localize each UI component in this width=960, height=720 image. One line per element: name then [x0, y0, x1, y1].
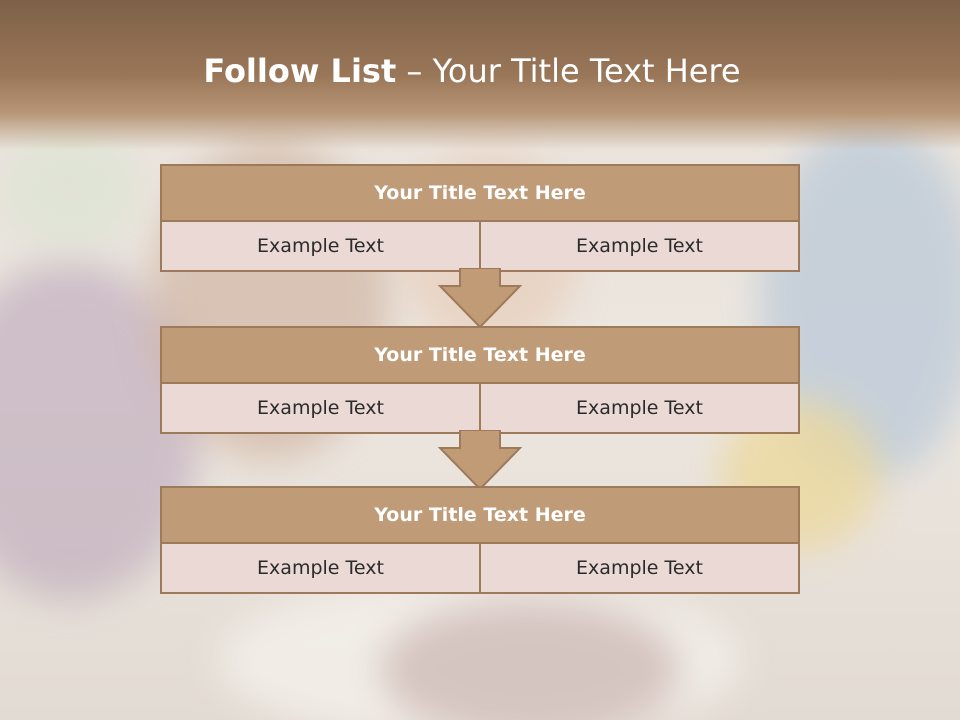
- header-band: [0, 0, 960, 150]
- photo-blur-shape: [0, 130, 140, 250]
- block-title[interactable]: Your Title Text Here: [160, 486, 800, 544]
- block-title[interactable]: Your Title Text Here: [160, 164, 800, 222]
- list-block-1[interactable]: Your Title Text Here Example Text Exampl…: [160, 164, 800, 272]
- block-cell-right[interactable]: Example Text: [479, 222, 798, 270]
- photo-blur-shape: [380, 600, 680, 720]
- list-block-2[interactable]: Your Title Text Here Example Text Exampl…: [160, 326, 800, 434]
- slide-title-rest: – Your Title Text Here: [396, 52, 741, 90]
- list-block-3[interactable]: Your Title Text Here Example Text Exampl…: [160, 486, 800, 594]
- down-arrow-icon: [438, 268, 522, 328]
- down-arrow-icon: [438, 430, 522, 490]
- slide-title[interactable]: Follow List – Your Title Text Here: [0, 52, 944, 90]
- photo-blur-shape: [220, 580, 740, 720]
- block-row: Example Text Example Text: [160, 384, 800, 434]
- block-cell-left[interactable]: Example Text: [257, 235, 384, 257]
- block-cell-left[interactable]: Example Text: [257, 557, 384, 579]
- block-row: Example Text Example Text: [160, 222, 800, 272]
- block-cell-right[interactable]: Example Text: [479, 544, 798, 592]
- block-row: Example Text Example Text: [160, 544, 800, 594]
- block-title[interactable]: Your Title Text Here: [160, 326, 800, 384]
- block-cell-left[interactable]: Example Text: [257, 397, 384, 419]
- slide-title-bold: Follow List: [203, 52, 397, 90]
- block-cell-right[interactable]: Example Text: [479, 384, 798, 432]
